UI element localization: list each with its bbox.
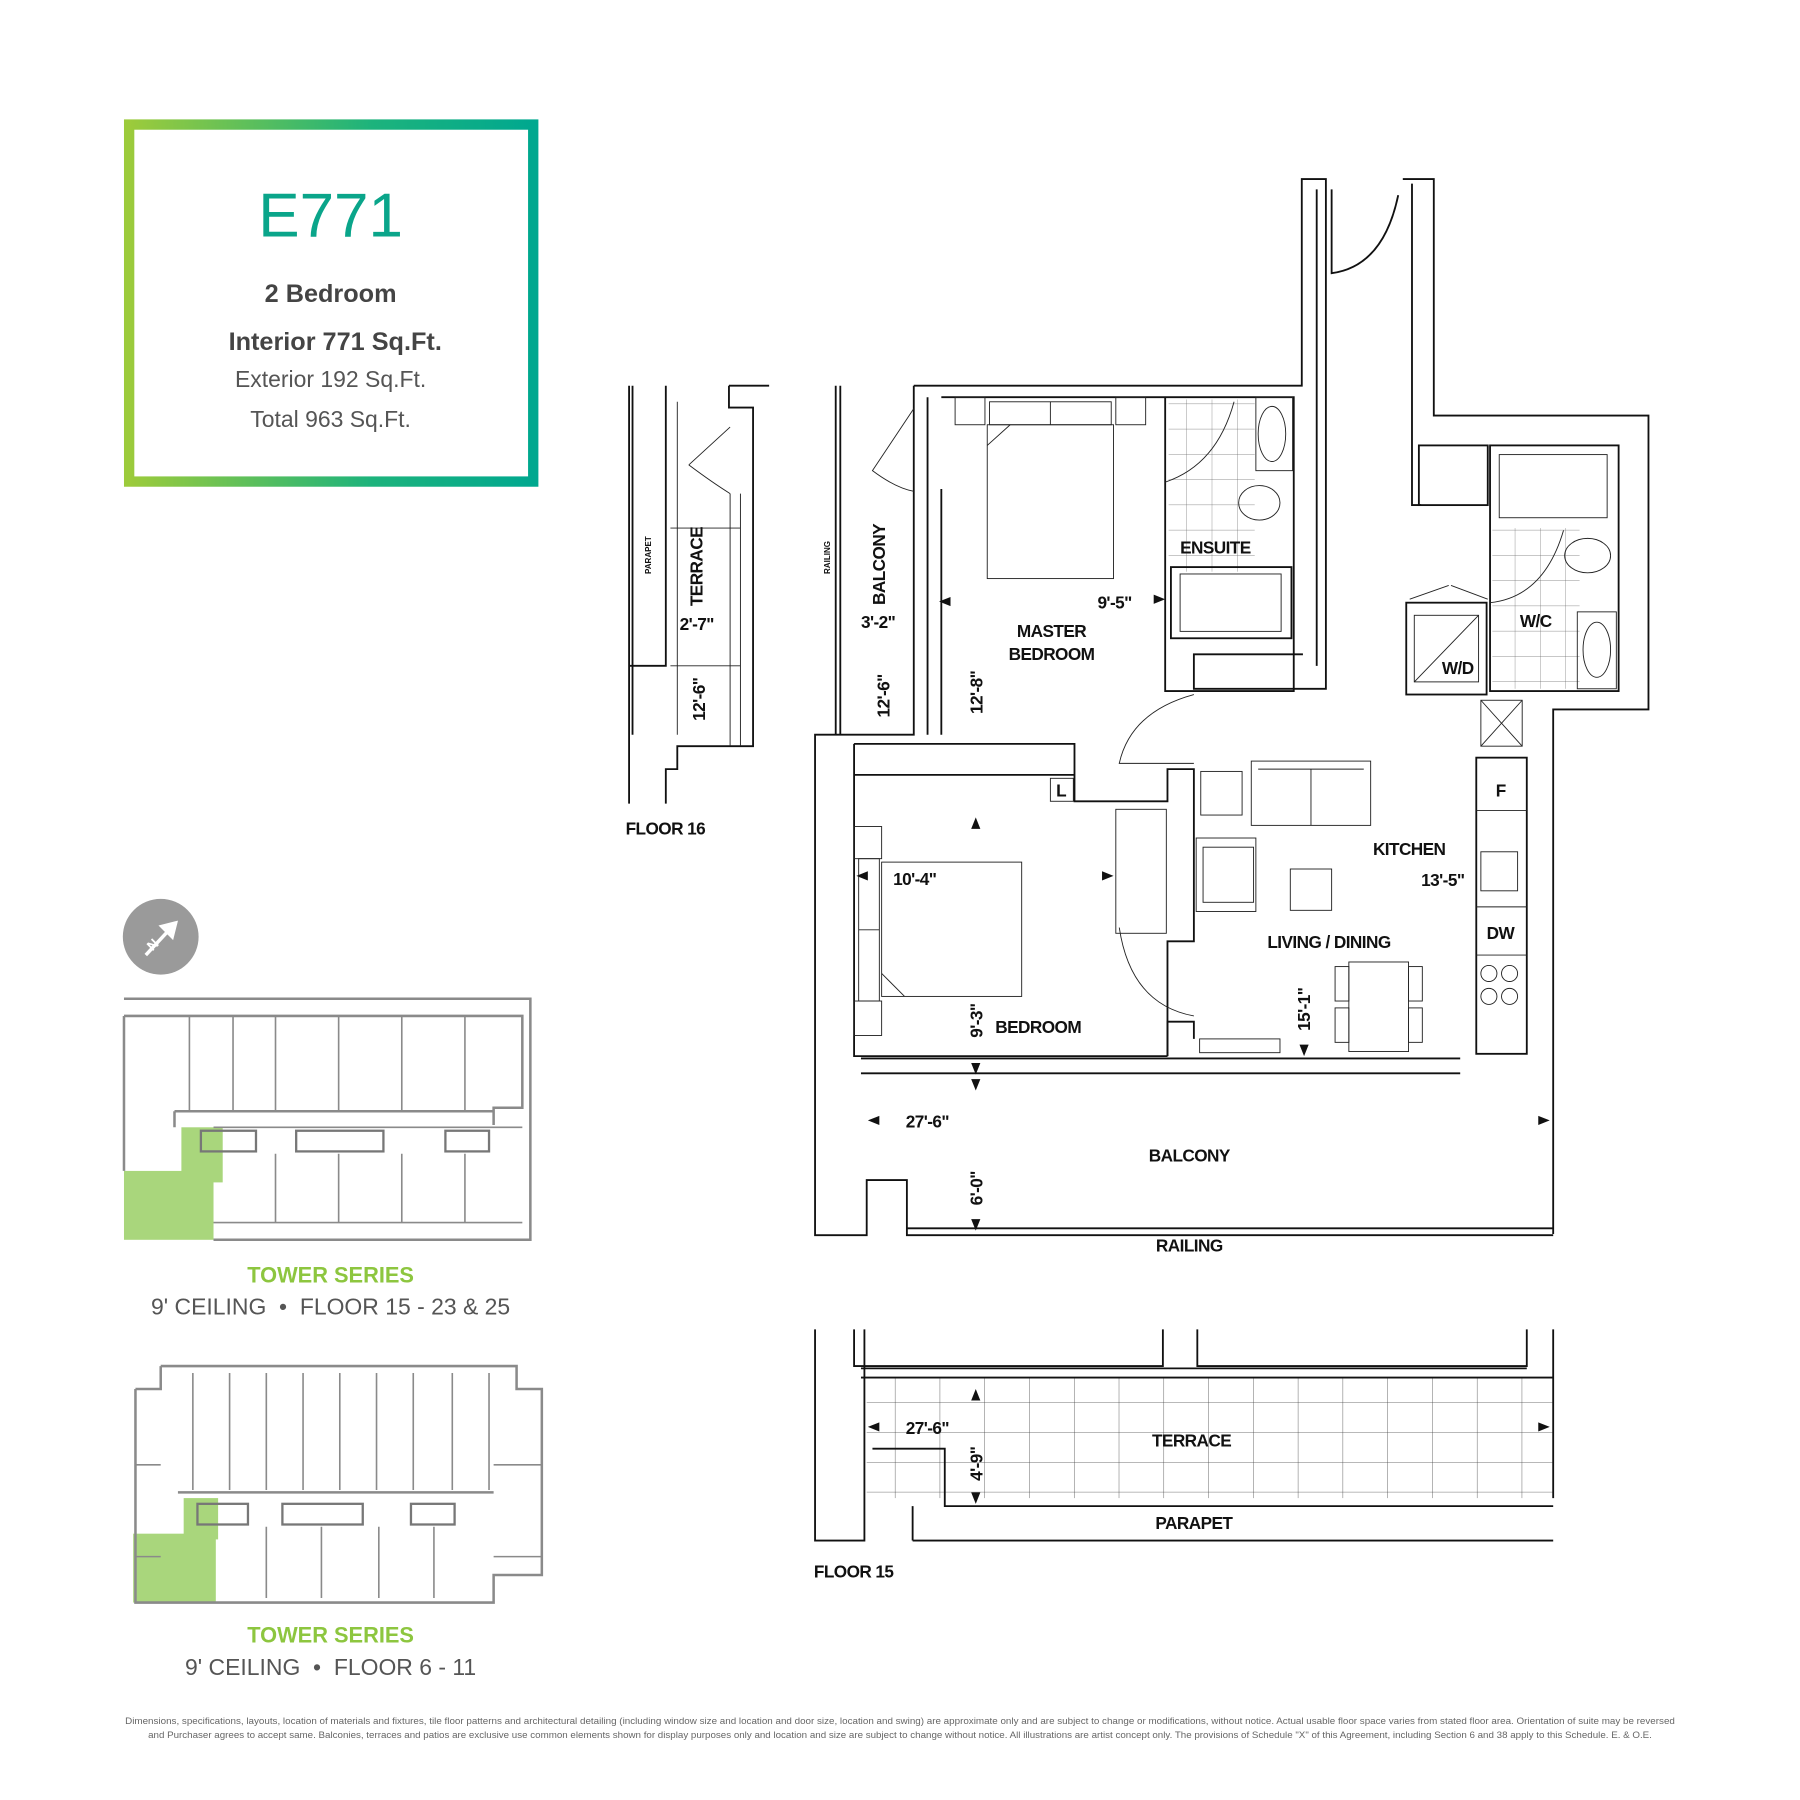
floor-15-terrace-label: TERRACE [1152,1430,1231,1450]
keyplan-1-series: TOWER SERIES [247,1262,414,1287]
main-floor-plan: BALCONY RAILING 3'-2" 12'-6" 12'-8" MAST… [814,178,1650,1255]
floor-15-label: FLOOR 15 [814,1561,895,1581]
balcony-width-dim: 27'-6" [906,1111,950,1131]
floor-15-parapet-label: PARAPET [1155,1513,1233,1533]
master-bedroom-length-dim: 12'-8" [967,670,987,714]
keyplan-1-details: 9' CEILING • FLOOR 15 - 23 & 25 [151,1293,510,1319]
floor-15-terrace-depth-dim: 4'-9" [967,1446,987,1481]
floor-16-terrace-plan: TERRACE PARAPET 2'-7" 12'-6" FLOOR 16 [626,384,770,839]
north-arrow-icon: N [122,898,199,975]
disclaimer-line-1: Dimensions, specifications, layouts, loc… [125,1715,1675,1726]
dishwasher-label: DW [1487,923,1516,943]
master-bedroom-label-1: MASTER [1017,621,1087,641]
suite-info-box: E771 2 Bedroom Interior 771 Sq.Ft. Exter… [123,119,539,487]
side-balcony-width-dim: 3'-2" [861,612,896,632]
fridge-label: F [1496,781,1506,801]
keyplan-2-details: 9' CEILING • FLOOR 6 - 11 [185,1654,476,1680]
wc-label: W/C [1520,611,1552,631]
total-area: Total 963 Sq.Ft. [250,406,411,432]
suite-type: 2 Bedroom [265,280,397,308]
floor-16-width-dim: 2'-7" [680,614,715,634]
living-dining-label: LIVING / DINING [1267,932,1390,952]
master-bedroom-width-dim: 9'-5" [1097,592,1132,612]
balcony-label: BALCONY [1149,1146,1231,1166]
floor-15-terrace-plan: TERRACE 27'-6" 4'-9" PARAPET FLOOR 15 [814,1329,1555,1581]
exterior-area: Exterior 192 Sq.Ft. [235,366,426,392]
interior-area: Interior 771 Sq.Ft. [229,328,442,356]
kitchen-label: KITCHEN [1373,839,1446,859]
railing-label: RAILING [1156,1235,1223,1255]
side-balcony-label: BALCONY [869,523,889,605]
bedroom-label: BEDROOM [995,1017,1081,1037]
bedroom-width-dim: 10'-4" [893,869,937,889]
floor-16-label: FLOOR 16 [626,819,706,839]
living-dining-dim: 15'-1" [1294,987,1314,1031]
disclaimer-line-2: and Purchaser agrees to accept same. Bal… [148,1729,1652,1740]
balcony-depth-dim: 6'-0" [967,1171,987,1206]
keyplan-floor-15-23-25: TOWER SERIES 9' CEILING • FLOOR 15 - 23 … [122,997,532,1319]
suite-name: E771 [258,181,403,250]
side-balcony-length-dim: 12'-6" [874,674,894,718]
master-bedroom-label-2: BEDROOM [1009,644,1095,664]
floor-16-terrace-label: TERRACE [687,527,707,606]
keyplan-floor-6-11: TOWER SERIES 9' CEILING • FLOOR 6 - 11 [133,1364,544,1680]
kitchen-dim: 13'-5" [1421,870,1465,890]
bedroom-length-dim: 9'-3" [967,1003,987,1038]
floor-16-length-dim: 12'-6" [689,677,709,721]
floor-15-terrace-width-dim: 27'-6" [906,1418,950,1438]
ensuite-label: ENSUITE [1180,537,1251,557]
side-railing-label: RAILING [823,541,832,574]
keyplan-2-series: TOWER SERIES [247,1623,414,1648]
washer-dryer-label: W/D [1442,658,1474,678]
floor-16-parapet-label: PARAPET [644,536,653,574]
linen-closet-label: L [1056,781,1066,801]
